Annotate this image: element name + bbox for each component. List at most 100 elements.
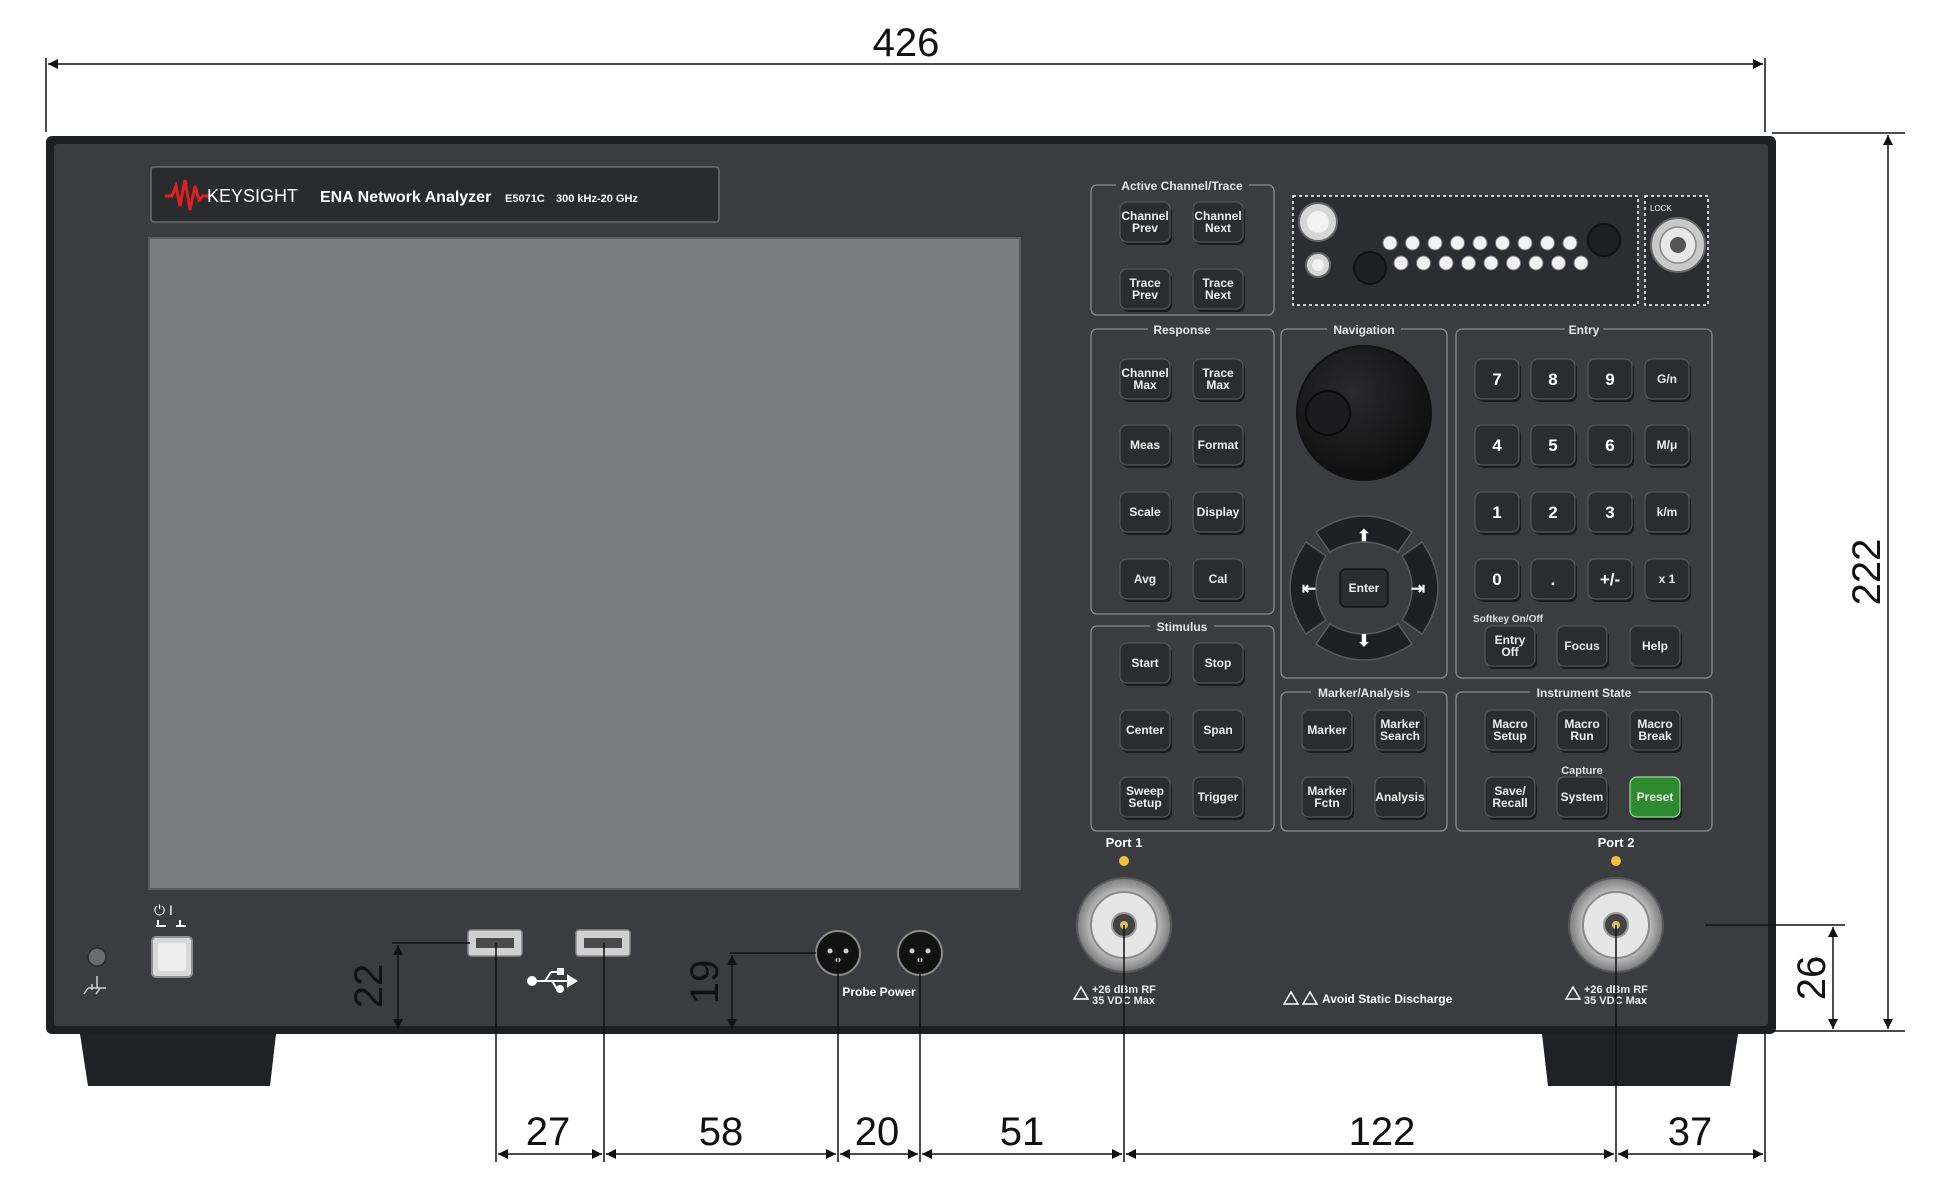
key-cap	[1629, 776, 1681, 818]
key-label: Off	[1501, 645, 1519, 659]
ground-terminal	[87, 947, 107, 967]
key-label: Macro	[1564, 717, 1599, 731]
span-button[interactable]: Span	[1192, 709, 1245, 753]
key-x-1-button[interactable]: x 1	[1644, 558, 1691, 602]
key-label: Preset	[1637, 790, 1674, 804]
enter-label: Enter	[1349, 581, 1380, 595]
key-label: x 1	[1659, 572, 1676, 586]
power-button-face	[158, 943, 186, 971]
left-arrow-button[interactable]	[1289, 540, 1328, 636]
key-cap	[1301, 776, 1353, 818]
key-label: Sweep	[1126, 784, 1164, 798]
feet	[80, 1034, 1738, 1086]
right-arrow-button[interactable]	[1400, 540, 1439, 636]
enter-button[interactable]	[1339, 568, 1389, 608]
key-label: Next	[1205, 288, 1231, 302]
key-label: Macro	[1492, 717, 1527, 731]
port-2-led	[1611, 856, 1621, 866]
down-arrow-button[interactable]	[1314, 623, 1414, 661]
slot-pin-bottom	[1528, 255, 1544, 271]
left-foot	[80, 1034, 276, 1086]
frequency-range: 300 kHz-20 GHz	[556, 193, 638, 205]
analysis-button[interactable]: Analysis	[1374, 776, 1427, 820]
key-6-button[interactable]: 6	[1587, 424, 1634, 468]
port-1-led	[1119, 856, 1129, 866]
slot-pin-bottom	[1573, 255, 1589, 271]
preset-button[interactable]: Preset	[1629, 776, 1682, 820]
key-label: 7	[1492, 370, 1501, 389]
help-button[interactable]: Help	[1629, 625, 1682, 669]
focus-button[interactable]: Focus	[1556, 625, 1609, 669]
key-8-button[interactable]: 8	[1530, 358, 1577, 402]
trigger-button[interactable]: Trigger	[1192, 776, 1245, 820]
key-cap	[1192, 776, 1244, 818]
dim-usb-height: 22	[347, 964, 391, 1009]
rotary-knob[interactable]	[1296, 345, 1432, 481]
key-3-button[interactable]: 3	[1587, 491, 1634, 535]
media-slot-area: LOCK	[1292, 195, 1709, 306]
display-button[interactable]: Display	[1192, 491, 1245, 535]
key-dot-button[interactable]: +/-	[1587, 558, 1634, 602]
key-label: Recall	[1492, 796, 1527, 810]
dimension-lines	[45, 58, 1905, 1162]
panel-titles: Active Channel/Trace Response Stimulus N…	[1116, 178, 1638, 700]
key-label: Save/	[1494, 784, 1526, 798]
stop-button[interactable]: Stop	[1192, 642, 1245, 686]
dim-gap-5: 122	[1349, 1110, 1416, 1154]
slot-pin-bottom	[1551, 255, 1566, 271]
key-9-button[interactable]: 9	[1587, 358, 1634, 402]
key-label: Marker	[1307, 784, 1347, 798]
key-label: Run	[1570, 729, 1593, 743]
key-label: Trace	[1202, 276, 1234, 290]
key-7-button[interactable]: 7	[1474, 358, 1521, 402]
display-screen[interactable]	[148, 237, 1021, 890]
key-4-button[interactable]: 4	[1474, 424, 1521, 468]
key-m-button[interactable]: M/μ	[1644, 424, 1691, 468]
system-button[interactable]: System	[1556, 776, 1609, 820]
center-button[interactable]: Center	[1119, 709, 1172, 753]
key-cap	[1119, 776, 1171, 818]
port-1-warning-icon	[1072, 985, 1090, 1000]
avg-button[interactable]: Avg	[1119, 558, 1172, 602]
start-button[interactable]: Start	[1119, 642, 1172, 686]
cal-button[interactable]: Cal	[1192, 558, 1245, 602]
marker-button[interactable]: Marker	[1301, 709, 1354, 753]
key-g-n-button[interactable]: G/n	[1644, 358, 1691, 402]
slot-pin-bottom	[1438, 255, 1454, 271]
key-label: 4	[1492, 436, 1502, 455]
dim-port-height: 26	[1790, 956, 1834, 1001]
key-k-m-button[interactable]: k/m	[1644, 491, 1691, 535]
key-label: Channel	[1194, 209, 1241, 223]
format-button[interactable]: Format	[1192, 424, 1245, 468]
scale-button[interactable]: Scale	[1119, 491, 1172, 535]
key-5-button[interactable]: 5	[1530, 424, 1577, 468]
key-label: .	[1551, 570, 1556, 589]
key-cap	[1556, 709, 1608, 751]
usb-ports	[467, 929, 631, 993]
key-dot-button[interactable]: .	[1530, 558, 1577, 602]
key-label: 5	[1548, 436, 1557, 455]
key-0-button[interactable]: 0	[1474, 558, 1521, 602]
key-cap	[1119, 268, 1171, 310]
key-cap	[1474, 358, 1520, 400]
save-recall-button[interactable]: Save/Recall	[1484, 776, 1537, 820]
key-1-button[interactable]: 1	[1474, 491, 1521, 535]
meas-button[interactable]: Meas	[1119, 424, 1172, 468]
up-arrow-button[interactable]	[1314, 515, 1414, 553]
key-2-button[interactable]: 2	[1530, 491, 1577, 535]
key-cap	[1644, 424, 1690, 466]
